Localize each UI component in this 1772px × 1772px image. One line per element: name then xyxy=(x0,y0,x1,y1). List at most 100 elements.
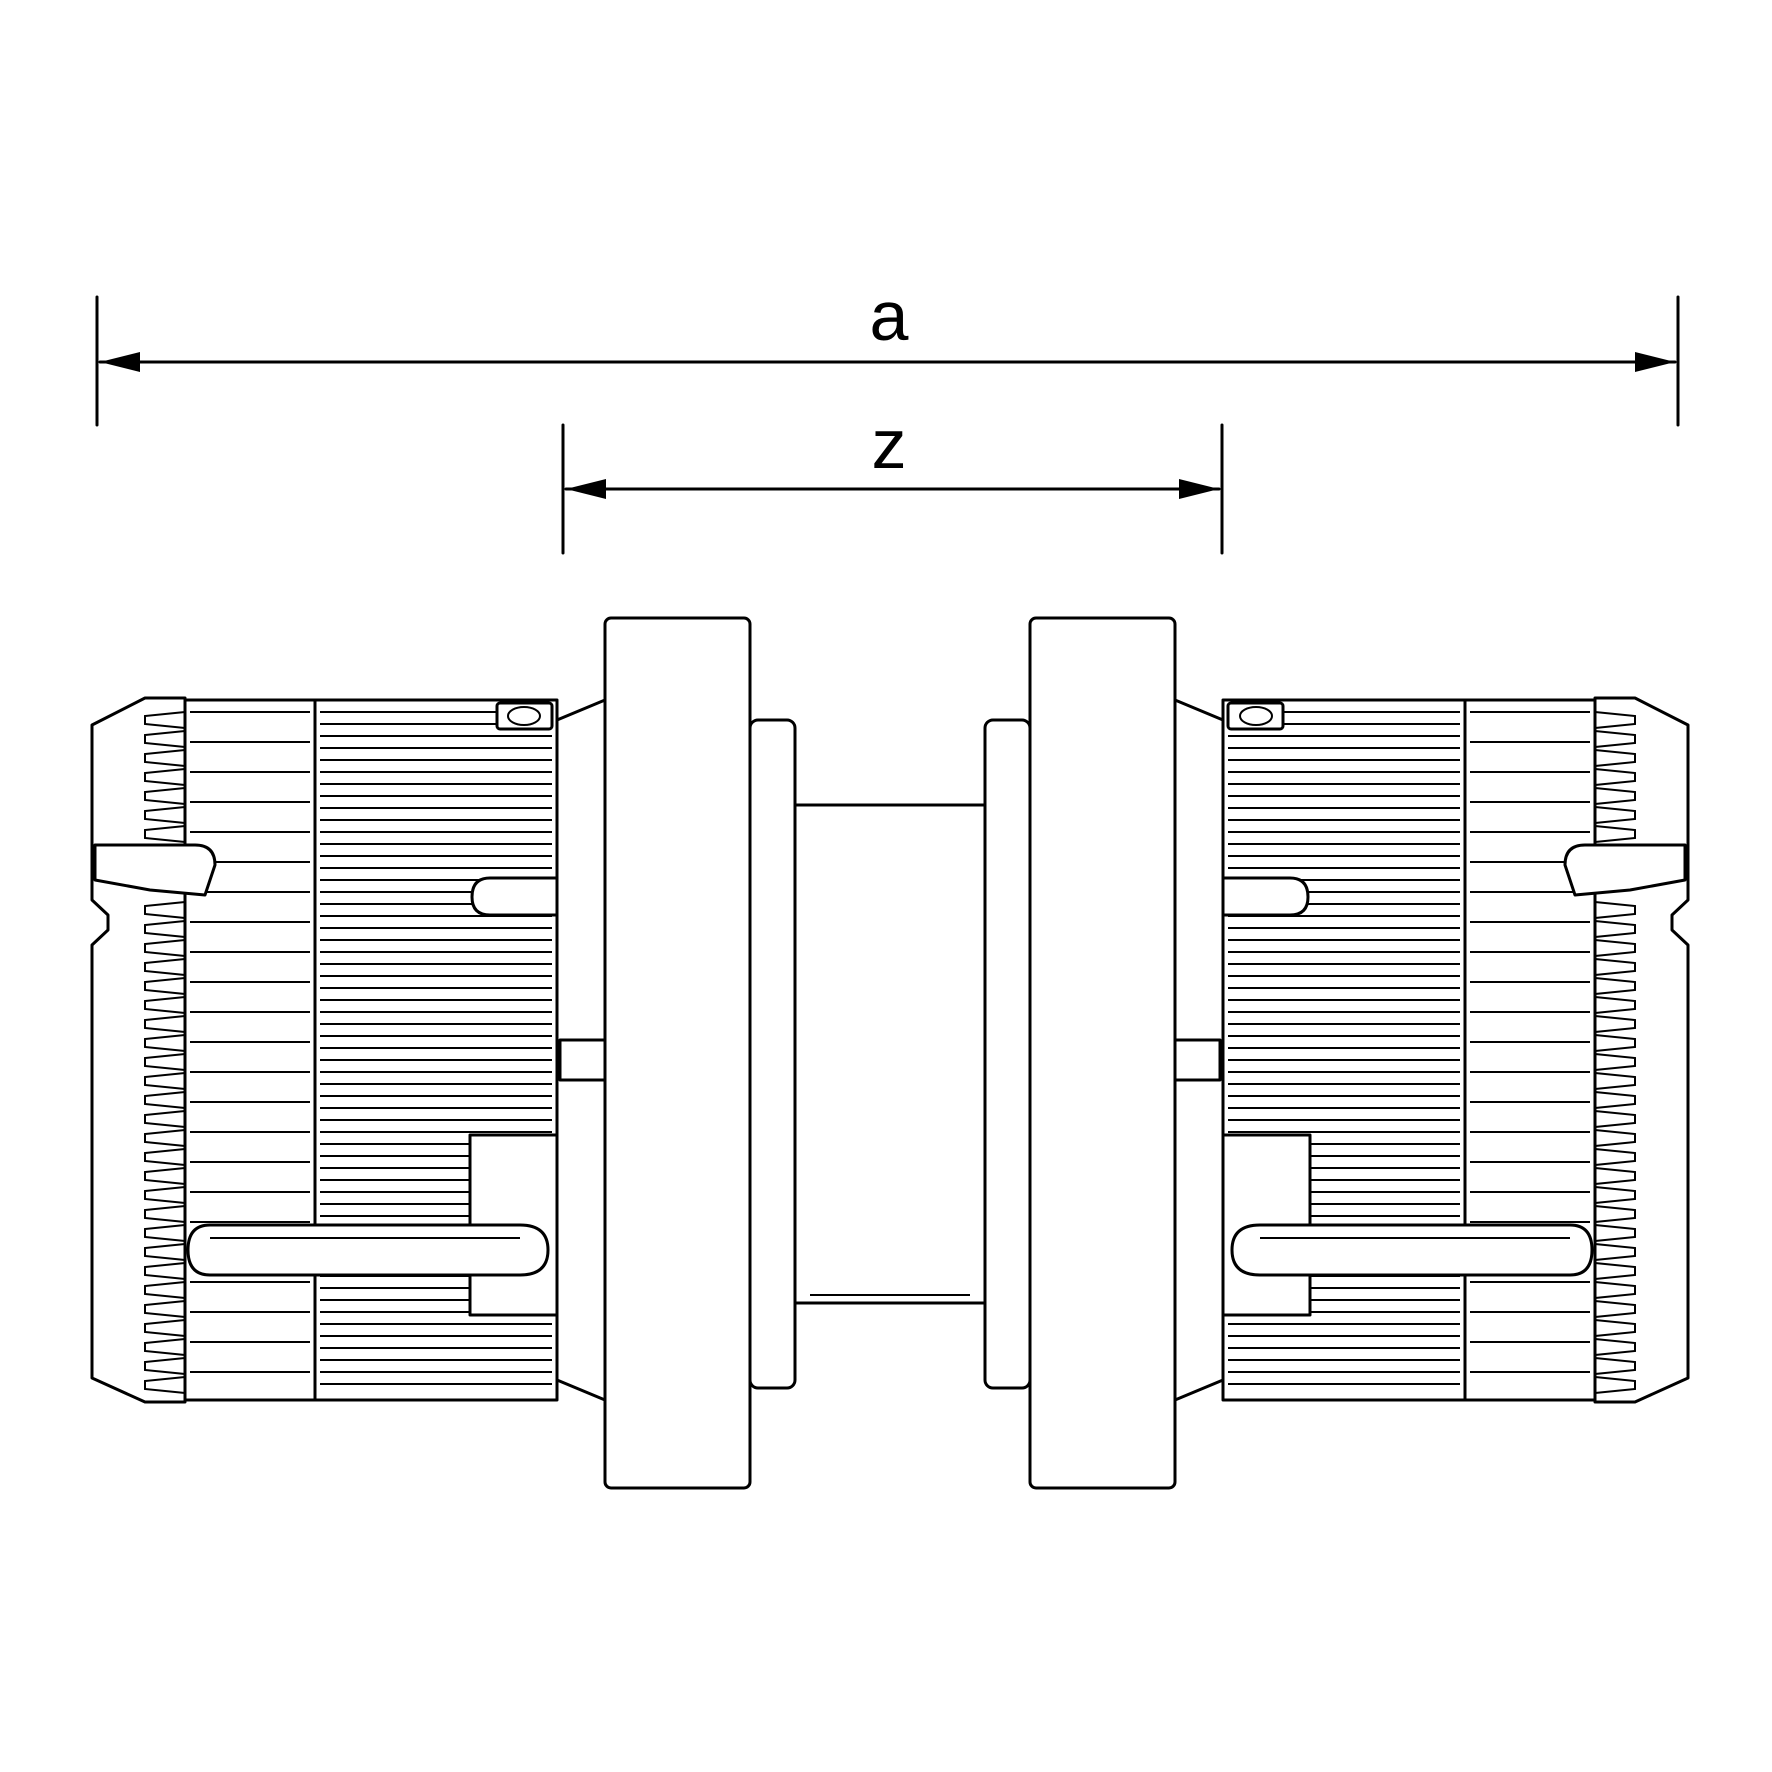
gear-tooth xyxy=(1594,996,1636,1014)
gear-tooth xyxy=(1594,1091,1636,1109)
left-band-ribs xyxy=(190,711,310,1373)
gear-tooth xyxy=(1594,730,1636,748)
dimension-a: a xyxy=(95,277,1680,427)
gear-tooth xyxy=(1594,768,1636,786)
gear-tooth xyxy=(144,1034,186,1052)
gear-tooth xyxy=(144,730,186,748)
gear-tooth xyxy=(144,1167,186,1185)
gear-tooth xyxy=(144,1205,186,1223)
right-upper-clip xyxy=(1218,876,1310,917)
gear-tooth xyxy=(144,1224,186,1242)
left-ribbed-band xyxy=(183,698,317,1402)
gear-tooth xyxy=(1594,1053,1636,1071)
gear-tooth xyxy=(144,1262,186,1280)
right-flange xyxy=(1028,616,1177,1490)
gear-tooth xyxy=(144,768,186,786)
dimension-z: z xyxy=(561,405,1224,555)
gear-tooth xyxy=(144,977,186,995)
gear-tooth xyxy=(144,1148,186,1166)
gear-tooth xyxy=(1594,787,1636,805)
gear-tooth xyxy=(144,901,186,919)
right-band-ribs xyxy=(1470,711,1590,1373)
right-lower-clip xyxy=(1230,1223,1594,1277)
gear-tooth xyxy=(144,958,186,976)
gear-tooth xyxy=(144,787,186,805)
right-top-latch xyxy=(1563,843,1687,897)
left-coupling-half xyxy=(90,616,797,1490)
gear-tooth xyxy=(144,1281,186,1299)
gear-tooth xyxy=(144,1376,186,1394)
gear-tooth xyxy=(144,1110,186,1128)
gear-tooth xyxy=(144,711,186,729)
right-screw-head xyxy=(1226,701,1285,731)
left-upper-clip xyxy=(470,876,562,917)
gear-tooth xyxy=(144,806,186,824)
gear-tooth xyxy=(1594,1243,1636,1261)
center-pipe xyxy=(793,803,987,1305)
gear-tooth xyxy=(1594,1338,1636,1356)
left-collar-key xyxy=(558,1038,607,1082)
gear-tooth xyxy=(144,1129,186,1147)
gear-tooth xyxy=(1594,1148,1636,1166)
gear-tooth xyxy=(144,1243,186,1261)
dimension-a-left-arrow xyxy=(100,352,140,372)
gear-tooth xyxy=(144,749,186,767)
gear-tooth xyxy=(1594,1015,1636,1033)
dimension-a-label: a xyxy=(870,277,909,355)
gear-tooth xyxy=(1594,825,1636,843)
left-screw-slot xyxy=(507,706,541,726)
gear-tooth xyxy=(1594,1224,1636,1242)
gear-tooth xyxy=(1594,1319,1636,1337)
gear-tooth xyxy=(144,996,186,1014)
gear-tooth xyxy=(1594,1376,1636,1394)
left-hub xyxy=(748,718,797,1390)
gear-tooth xyxy=(1594,1034,1636,1052)
gear-tooth xyxy=(144,1053,186,1071)
right-collar-key xyxy=(1173,1038,1222,1082)
gear-tooth xyxy=(144,825,186,843)
right-coupling-half xyxy=(983,616,1690,1490)
gear-tooth xyxy=(1594,958,1636,976)
gear-tooth xyxy=(1594,1072,1636,1090)
gear-tooth xyxy=(1594,1186,1636,1204)
gear-tooth xyxy=(1594,1167,1636,1185)
gear-tooth xyxy=(144,1186,186,1204)
gear-tooth xyxy=(1594,1262,1636,1280)
left-flange xyxy=(603,616,752,1490)
dimension-a-right-arrow xyxy=(1635,352,1675,372)
gear-tooth xyxy=(144,939,186,957)
gear-tooth xyxy=(144,1319,186,1337)
right-gear-teeth xyxy=(1594,711,1636,1394)
gear-tooth xyxy=(144,920,186,938)
gear-tooth xyxy=(1594,1281,1636,1299)
gear-tooth xyxy=(144,1072,186,1090)
gear-tooth xyxy=(1594,939,1636,957)
left-top-latch xyxy=(93,843,217,897)
right-ribbed-band xyxy=(1463,698,1597,1402)
center-pipe-body xyxy=(793,803,987,1305)
gear-tooth xyxy=(1594,1205,1636,1223)
gear-tooth xyxy=(144,1300,186,1318)
gear-tooth xyxy=(1594,1300,1636,1318)
gear-tooth xyxy=(1594,920,1636,938)
gear-tooth xyxy=(1594,1357,1636,1375)
gear-tooth xyxy=(144,1357,186,1375)
gear-tooth xyxy=(144,1338,186,1356)
left-lower-clip xyxy=(186,1223,550,1277)
gear-tooth xyxy=(144,1091,186,1109)
gear-tooth xyxy=(1594,1129,1636,1147)
dimension-z-right-arrow xyxy=(1179,479,1219,499)
right-screw-slot xyxy=(1239,706,1273,726)
gear-tooth xyxy=(1594,901,1636,919)
dimension-z-left-arrow xyxy=(566,479,606,499)
left-screw-head xyxy=(495,701,554,731)
gear-tooth xyxy=(1594,977,1636,995)
gear-tooth xyxy=(1594,806,1636,824)
dimension-z-label: z xyxy=(872,405,907,483)
right-hub xyxy=(983,718,1032,1390)
left-sleeve-ribs xyxy=(320,711,552,1385)
gear-tooth xyxy=(1594,711,1636,729)
gear-tooth xyxy=(144,1015,186,1033)
gear-tooth xyxy=(1594,749,1636,767)
